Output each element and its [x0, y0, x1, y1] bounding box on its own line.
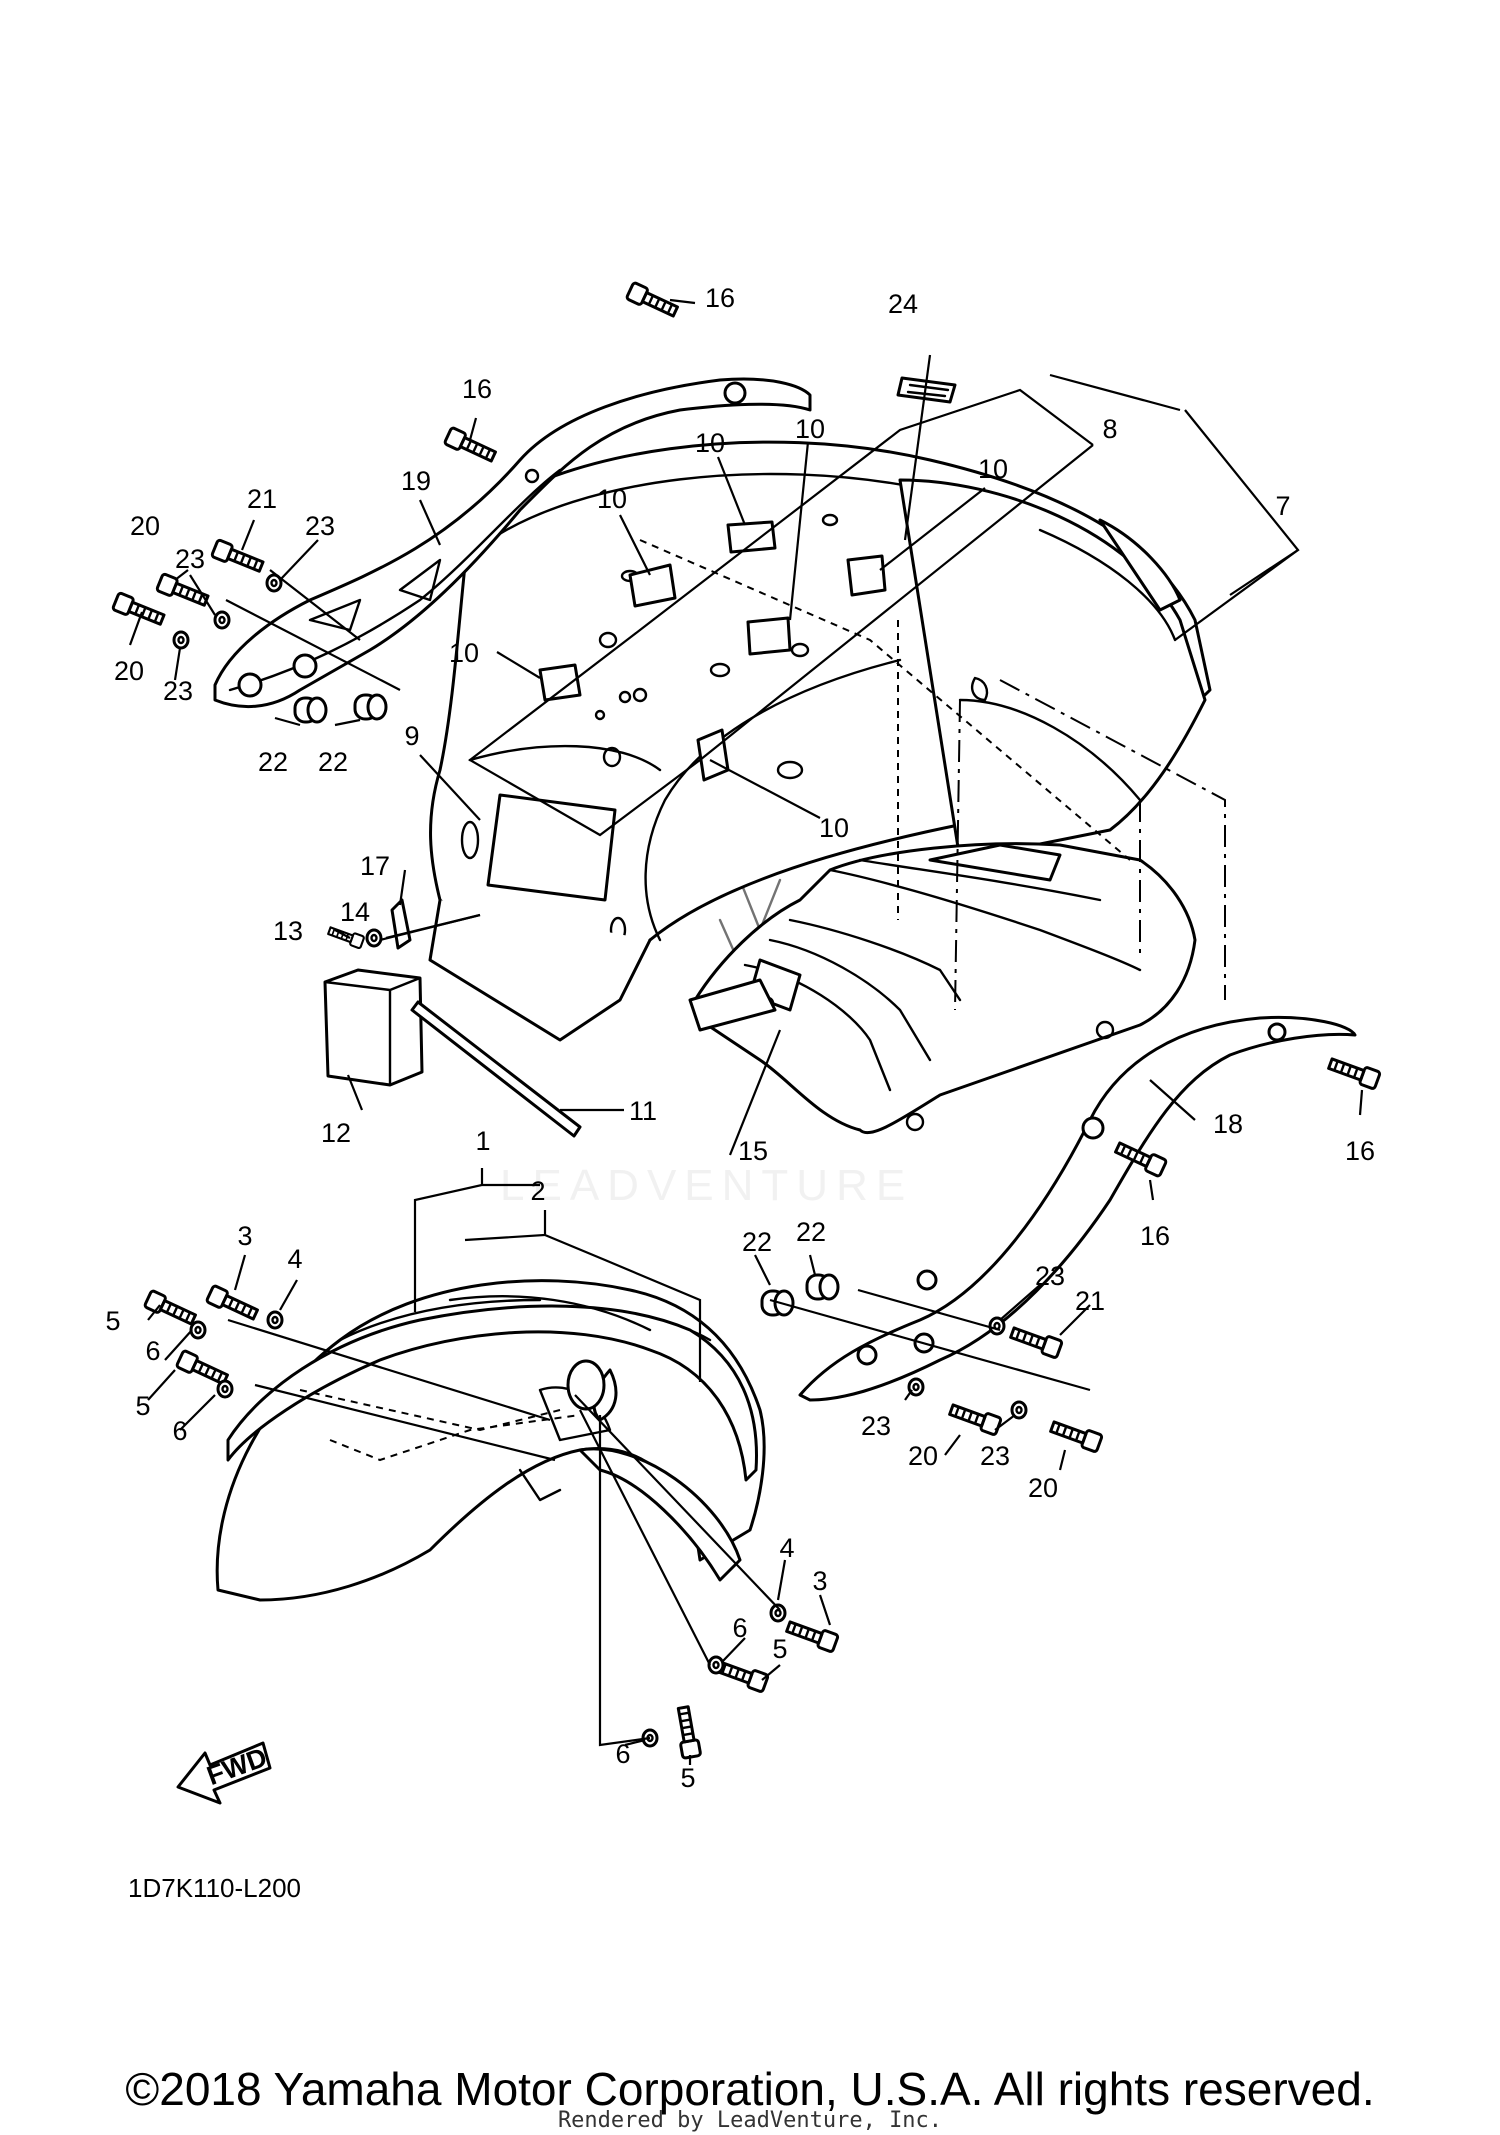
- callout-18: 18: [1213, 1109, 1243, 1139]
- inner-fender-15: [688, 842, 1197, 1135]
- washer-6-right-a: [707, 1655, 725, 1675]
- callout-20: 20: [114, 656, 144, 686]
- callout-10: 10: [978, 454, 1008, 484]
- callout-9: 9: [404, 721, 419, 751]
- callout-23: 23: [175, 544, 205, 574]
- callout-20: 20: [1028, 1473, 1058, 1503]
- callout-13: 13: [273, 916, 303, 946]
- callout-21: 21: [247, 484, 277, 514]
- bolt-16-right: [1325, 1053, 1382, 1091]
- callout-20: 20: [908, 1441, 938, 1471]
- callout-1: 1: [475, 1126, 490, 1156]
- callout-16: 16: [462, 374, 492, 404]
- bolt-20-right-b: [1047, 1416, 1104, 1454]
- callout-22: 22: [258, 747, 288, 777]
- reflector-12: [323, 968, 424, 1087]
- callout-10: 10: [795, 414, 825, 444]
- tab-17: [390, 898, 412, 950]
- callout-14: 14: [340, 897, 370, 927]
- bolt-5-left-a: [142, 1288, 199, 1330]
- callout-7: 7: [1275, 491, 1290, 521]
- callout-24: 24: [888, 289, 918, 319]
- callout-10: 10: [597, 484, 627, 514]
- bolt-5-right-b: [672, 1704, 703, 1760]
- rear-stay-19: [213, 377, 812, 709]
- rendered-by-notice: Rendered by LeadVenture, Inc.: [557, 2108, 943, 2133]
- callout-4: 4: [287, 1244, 302, 1274]
- callout-22: 22: [796, 1217, 826, 1247]
- watermark: LEADVENTURE: [500, 878, 913, 1210]
- callout-6: 6: [732, 1613, 747, 1643]
- copyright-notice: ©2018 Yamaha Motor Corporation, U.S.A. A…: [125, 2063, 1375, 2115]
- callout-10: 10: [449, 638, 479, 668]
- callout-16: 16: [705, 283, 735, 313]
- callout-3: 3: [237, 1221, 252, 1251]
- watermark-text: LEADVENTURE: [500, 1161, 913, 1210]
- callout-23: 23: [163, 676, 193, 706]
- callout-12: 12: [321, 1118, 351, 1148]
- washer-23-c: [172, 630, 190, 650]
- callout-3: 3: [812, 1566, 827, 1596]
- washer-6-left-b: [216, 1379, 234, 1399]
- bolt-20-left-a: [154, 572, 212, 611]
- rear-stay-18: [798, 1015, 1357, 1402]
- side-emblem-area: [898, 478, 1207, 862]
- figure-code: 1D7K110-L200: [128, 1873, 301, 1903]
- leader-lines: [128, 298, 1364, 1765]
- callout-23: 23: [305, 511, 335, 541]
- callout-5: 5: [772, 1634, 787, 1664]
- callout-20: 20: [130, 511, 160, 541]
- front-fender-trim-2: [226, 1295, 758, 1482]
- collar-22-right-b: [805, 1273, 840, 1301]
- callout-23: 23: [980, 1441, 1010, 1471]
- callout-15: 15: [738, 1136, 768, 1166]
- bolt-21-left: [209, 538, 267, 577]
- callout-2: 2: [530, 1176, 545, 1206]
- washer-14: [365, 928, 383, 948]
- callout-22: 22: [742, 1227, 772, 1257]
- callout-22: 22: [318, 747, 348, 777]
- callout-6: 6: [615, 1739, 630, 1769]
- bolt-3-left: [204, 1283, 261, 1325]
- callout-16: 16: [1345, 1136, 1375, 1166]
- callout-21: 21: [1075, 1286, 1105, 1316]
- callout-10: 10: [695, 428, 725, 458]
- fwd-arrow-icon: FWD: [176, 1741, 272, 1805]
- callout-6: 6: [145, 1336, 160, 1366]
- label-24: [896, 376, 957, 404]
- callout-5: 5: [135, 1391, 150, 1421]
- callout-11: 11: [629, 1096, 657, 1126]
- bolt-16-left: [442, 425, 499, 467]
- callout-16: 16: [1140, 1221, 1170, 1251]
- washer-23-b: [213, 610, 231, 630]
- washer-4-left: [266, 1310, 284, 1330]
- bolt-20-right-a: [946, 1399, 1003, 1437]
- fwd-label: FWD: [203, 1742, 271, 1791]
- callout-5: 5: [105, 1306, 120, 1336]
- callouts: 1 2 3 3 4 4 5 5 5 5 6 6 6 6 7 8 9 10 10 …: [105, 283, 1375, 1793]
- bolt-21-right: [1007, 1322, 1064, 1360]
- callout-4: 4: [779, 1533, 794, 1563]
- callout-17: 17: [360, 851, 390, 881]
- callout-10: 10: [819, 813, 849, 843]
- collar-22-left-a: [293, 696, 328, 724]
- washer-6-left-a: [189, 1320, 207, 1340]
- collar-22-left-b: [353, 693, 388, 721]
- callout-6: 6: [172, 1416, 187, 1446]
- callout-8: 8: [1102, 414, 1117, 444]
- strip-11: [410, 1000, 582, 1138]
- washer-23-d: [988, 1316, 1006, 1336]
- callout-5: 5: [680, 1763, 695, 1793]
- callout-23: 23: [1035, 1261, 1065, 1291]
- callout-19: 19: [401, 466, 431, 496]
- callout-23: 23: [861, 1411, 891, 1441]
